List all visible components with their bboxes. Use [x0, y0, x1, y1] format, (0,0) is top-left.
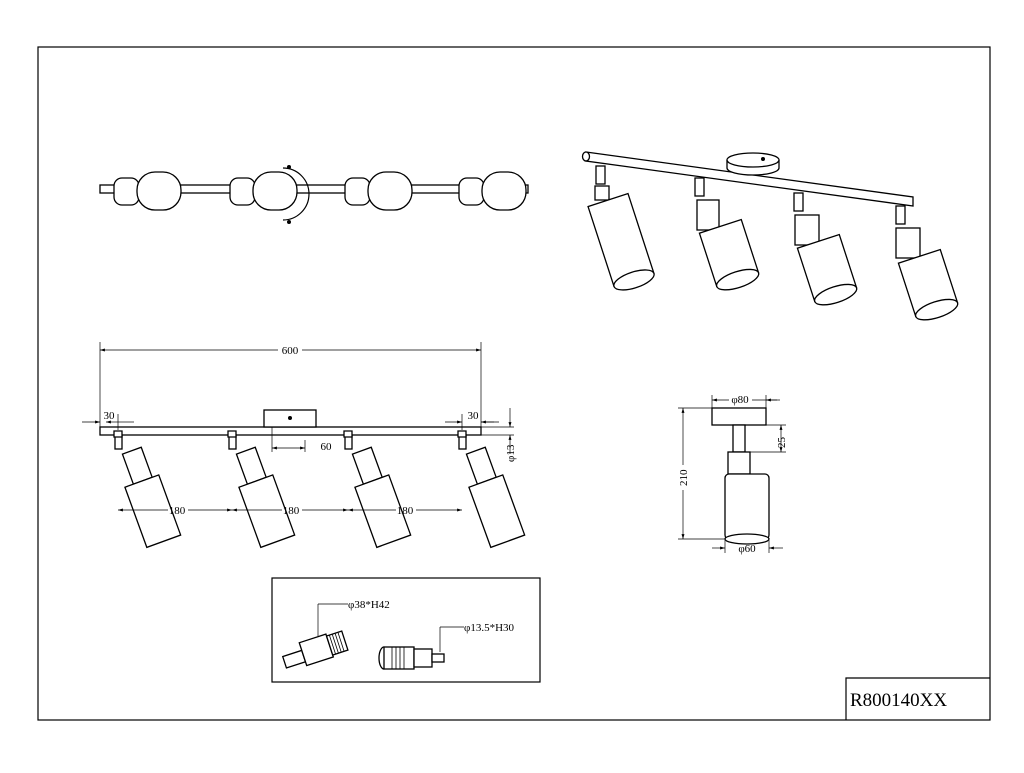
dim-end-left: 30 — [104, 410, 116, 422]
perspective-view — [581, 151, 959, 321]
side-view: φ80 210 25 φ60 — [678, 394, 788, 555]
dim-spacing-3: 180 — [397, 505, 414, 517]
dim-spacing-1: 180 — [169, 505, 186, 517]
title-block: R800140XX — [845, 677, 990, 720]
drawing-code: R800140XX — [850, 690, 947, 711]
dim-arm-diameter: φ13 — [505, 444, 517, 462]
dim-length: 600 — [282, 345, 299, 357]
dim-end-right: 30 — [468, 410, 480, 422]
socket-detail-box: φ38*H42 φ13.5*H30 — [271, 577, 541, 683]
drawing-border — [37, 46, 991, 721]
socket-a-label: φ38*H42 — [348, 599, 390, 611]
dim-total-height: 210 — [678, 469, 690, 486]
dim-base-height: 25 — [776, 437, 788, 449]
dim-spacing-2: 180 — [283, 505, 300, 517]
dim-base-offset: 60 — [321, 441, 333, 453]
socket-b-label: φ13.5*H30 — [464, 622, 515, 634]
front-view: 600 30 30 60 φ13 180 180 180 — [82, 342, 526, 549]
dim-base-diameter: φ80 — [731, 394, 749, 406]
dim-shade-diameter: φ60 — [738, 543, 756, 555]
top-view — [99, 165, 529, 224]
